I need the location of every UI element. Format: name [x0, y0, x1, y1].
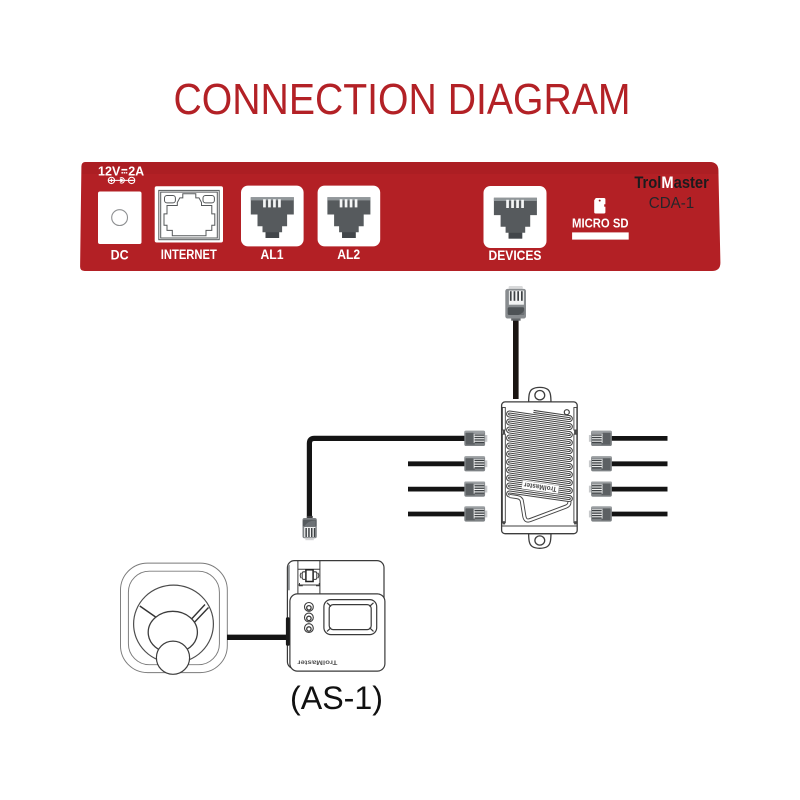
svg-text:CONNECTION DIAGRAM: CONNECTION DIAGRAM: [174, 76, 631, 124]
svg-text:TrolMaster: TrolMaster: [634, 173, 709, 192]
svg-text:TrolMaster: TrolMaster: [297, 658, 338, 665]
svg-text:2A: 2A: [128, 164, 144, 178]
svg-text:DEVICES: DEVICES: [489, 248, 542, 263]
svg-text:DC: DC: [111, 247, 129, 262]
svg-text:TrolMaster: TrolMaster: [523, 480, 557, 492]
svg-text:INTERNET: INTERNET: [161, 247, 218, 262]
svg-text:AL2: AL2: [337, 247, 360, 262]
svg-text:CDA-1: CDA-1: [649, 195, 695, 212]
svg-text:MICRO SD: MICRO SD: [572, 217, 629, 231]
svg-text:AL1: AL1: [261, 247, 284, 262]
svg-text:(AS-1): (AS-1): [290, 680, 383, 716]
svg-text:12V: 12V: [98, 164, 121, 178]
